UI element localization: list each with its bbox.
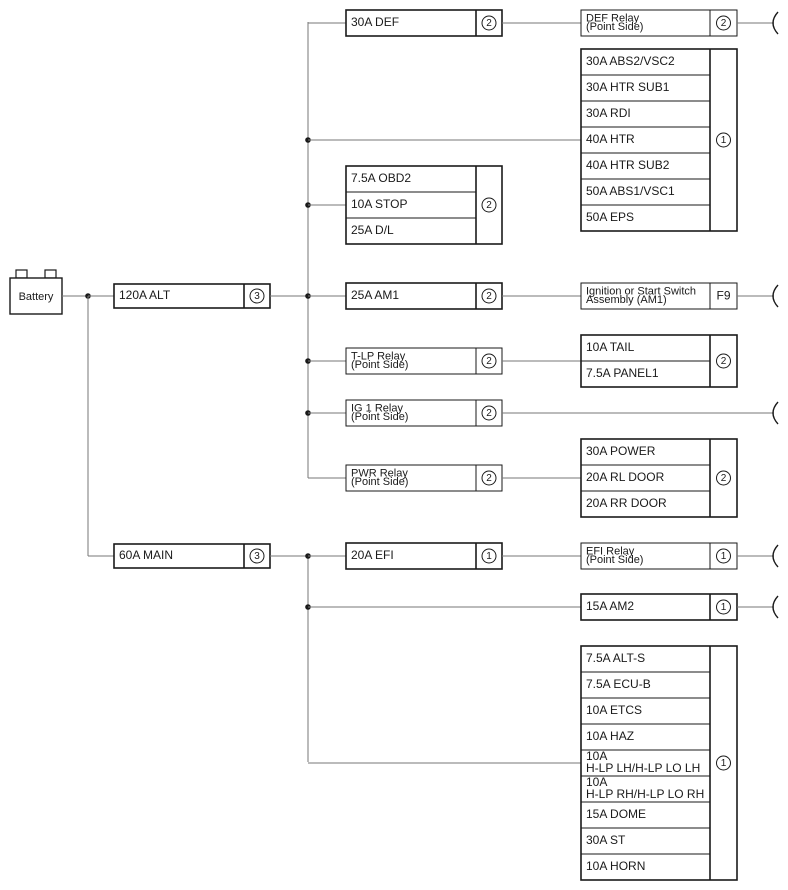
fuse-label: 50A ABS1/VSC1 xyxy=(586,184,675,198)
circled-number-icon xyxy=(716,132,731,148)
connector-ref: 2 xyxy=(486,356,492,367)
fuse-label: 20A EFI xyxy=(351,548,394,562)
connector-ref: F9 xyxy=(716,289,730,303)
circled-number-icon xyxy=(481,15,497,31)
label: T-LP Relay xyxy=(351,351,406,363)
label: Assembly (AM1) xyxy=(586,294,667,306)
connector-ref: 3 xyxy=(254,551,260,562)
continuation-icon xyxy=(772,401,779,425)
fuse-label: 40A HTR xyxy=(586,132,635,146)
circled-number-icon xyxy=(249,288,265,304)
fuse-group-box xyxy=(580,48,738,232)
circled-number-icon xyxy=(481,353,497,369)
circled-number-icon xyxy=(716,15,731,31)
battery-icon xyxy=(9,277,63,315)
continuation-icon xyxy=(772,11,779,35)
circled-number-icon xyxy=(716,353,731,369)
fuse-label: 30A HTR SUB1 xyxy=(586,80,670,94)
label: (Point Side) xyxy=(351,359,408,371)
connector-ref: 2 xyxy=(721,473,727,484)
main-fuse-label: 60A MAIN xyxy=(119,548,173,562)
connector-ref: 2 xyxy=(721,356,727,367)
fuse-label: 15A DOME xyxy=(586,807,646,821)
fuse-label: 30A DEF xyxy=(351,15,399,29)
connector-ref: 3 xyxy=(254,291,260,302)
fuse-label: 10A STOP xyxy=(351,197,407,211)
circled-number-icon xyxy=(481,405,497,421)
label: (Point Side) xyxy=(586,21,643,33)
connector-ref: 1 xyxy=(721,758,727,769)
connector-ref: 1 xyxy=(721,551,727,562)
fuse-label: 30A ST xyxy=(586,833,626,847)
connector-ref: 2 xyxy=(721,18,727,29)
connector-ref: 2 xyxy=(486,18,492,29)
connector-ref: 2 xyxy=(486,408,492,419)
fuse-label: H-LP RH/H-LP LO RH xyxy=(586,787,704,801)
circled-number-icon xyxy=(481,548,497,564)
battery-label: Battery xyxy=(19,291,54,303)
circled-number-icon xyxy=(716,470,731,486)
fuse-label: 20A RR DOOR xyxy=(586,496,667,510)
continuation-icon xyxy=(772,595,779,619)
circled-number-icon xyxy=(481,470,497,486)
relay-box xyxy=(580,542,738,570)
circled-number-icon xyxy=(716,755,731,771)
main-fuse-label: 120A ALT xyxy=(119,288,171,302)
fuse-label: 10A TAIL xyxy=(586,340,635,354)
fuse-group-box xyxy=(580,645,738,881)
label: (Point Side) xyxy=(586,554,643,566)
battery-terminal-icon xyxy=(15,269,28,279)
continuation-icon xyxy=(772,544,779,568)
circled-number-icon xyxy=(716,548,731,564)
label: DEF Relay xyxy=(586,13,640,25)
connector-ref: 2 xyxy=(486,473,492,484)
continuation-icon xyxy=(772,284,779,308)
connector-ref: 2 xyxy=(486,291,492,302)
relay-box xyxy=(580,9,738,37)
fuse-label: 7.5A ALT-S xyxy=(586,651,645,665)
connector-ref: 1 xyxy=(486,551,492,562)
fuse-group-box xyxy=(580,438,738,518)
fuse-label: 50A EPS xyxy=(586,210,634,224)
fuse-label: 20A RL DOOR xyxy=(586,470,665,484)
relay-box xyxy=(580,282,738,310)
fuse-label: 10A ETCS xyxy=(586,703,642,717)
fuse-label: 7.5A PANEL1 xyxy=(586,366,659,380)
fuse-label: 25A D/L xyxy=(351,223,394,237)
circled-number-icon xyxy=(716,599,731,615)
fuse-label: 25A AM1 xyxy=(351,288,399,302)
fuse-label: 40A HTR SUB2 xyxy=(586,158,670,172)
fuse-label: 10A HORN xyxy=(586,859,645,873)
fuse-label: 30A RDI xyxy=(586,106,631,120)
circled-number-icon xyxy=(249,548,265,564)
fuse-label: 10A xyxy=(586,775,607,789)
label: IG 1 Relay xyxy=(351,403,403,415)
fuse-label: 7.5A OBD2 xyxy=(351,171,411,185)
label: EFI Relay xyxy=(586,546,635,558)
connector-ref: 1 xyxy=(721,602,727,613)
fuse-label: 7.5A ECU-B xyxy=(586,677,651,691)
fuse-label: 10A HAZ xyxy=(586,729,634,743)
label: Ignition or Start Switch xyxy=(586,286,696,298)
label: PWR Relay xyxy=(351,468,408,480)
circled-number-icon xyxy=(481,197,497,213)
connector-ref: 2 xyxy=(486,200,492,211)
fuse-label: 30A POWER xyxy=(586,444,656,458)
fuse-label: 30A ABS2/VSC2 xyxy=(586,54,675,68)
fuse-label: H-LP LH/H-LP LO LH xyxy=(586,761,700,775)
relay-label: 15A AM2 xyxy=(586,599,634,613)
fuse-label: 10A xyxy=(586,749,607,763)
label: (Point Side) xyxy=(351,476,408,488)
connector-ref: 1 xyxy=(721,135,727,146)
label: (Point Side) xyxy=(351,411,408,423)
circled-number-icon xyxy=(481,288,497,304)
battery-terminal-icon xyxy=(44,269,57,279)
